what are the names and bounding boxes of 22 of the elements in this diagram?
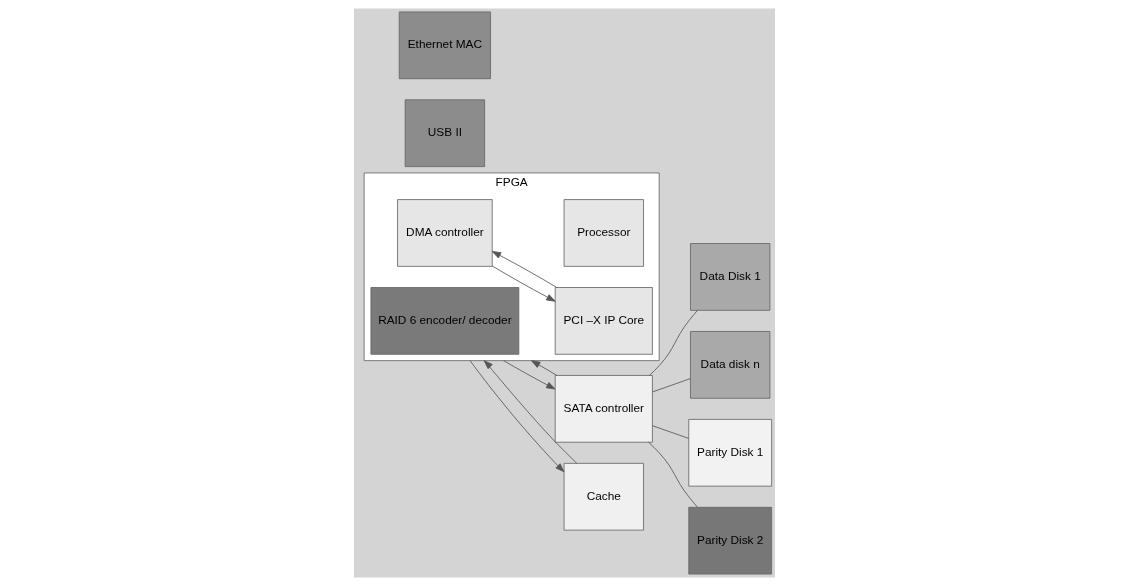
- node-box: Data disk n: [690, 331, 771, 399]
- node-box: RAID 6 encoder/ decoder: [370, 287, 520, 355]
- node-box: Parity Disk 2: [688, 506, 773, 575]
- arrow: [483, 360, 578, 464]
- connector: [649, 310, 698, 376]
- node-box: DMA controller: [397, 199, 493, 267]
- node-box: Parity Disk 1: [688, 418, 773, 487]
- node-box: SATA controller: [554, 375, 653, 443]
- arrow: [531, 360, 558, 376]
- node-box: USB II: [404, 99, 486, 168]
- node-box: Processor: [563, 199, 644, 267]
- node-box: Ethernet MAC: [398, 11, 491, 80]
- node-box: PCI –X IP Core: [554, 287, 653, 355]
- connector: [652, 425, 690, 439]
- arrow: [491, 250, 557, 288]
- node-box: Cache: [563, 462, 644, 531]
- connector: [652, 378, 691, 393]
- arrow: [491, 265, 556, 302]
- node-box: Data Disk 1: [690, 243, 771, 311]
- arrow: [469, 360, 565, 473]
- connector: [648, 441, 698, 508]
- arrow: [503, 360, 556, 390]
